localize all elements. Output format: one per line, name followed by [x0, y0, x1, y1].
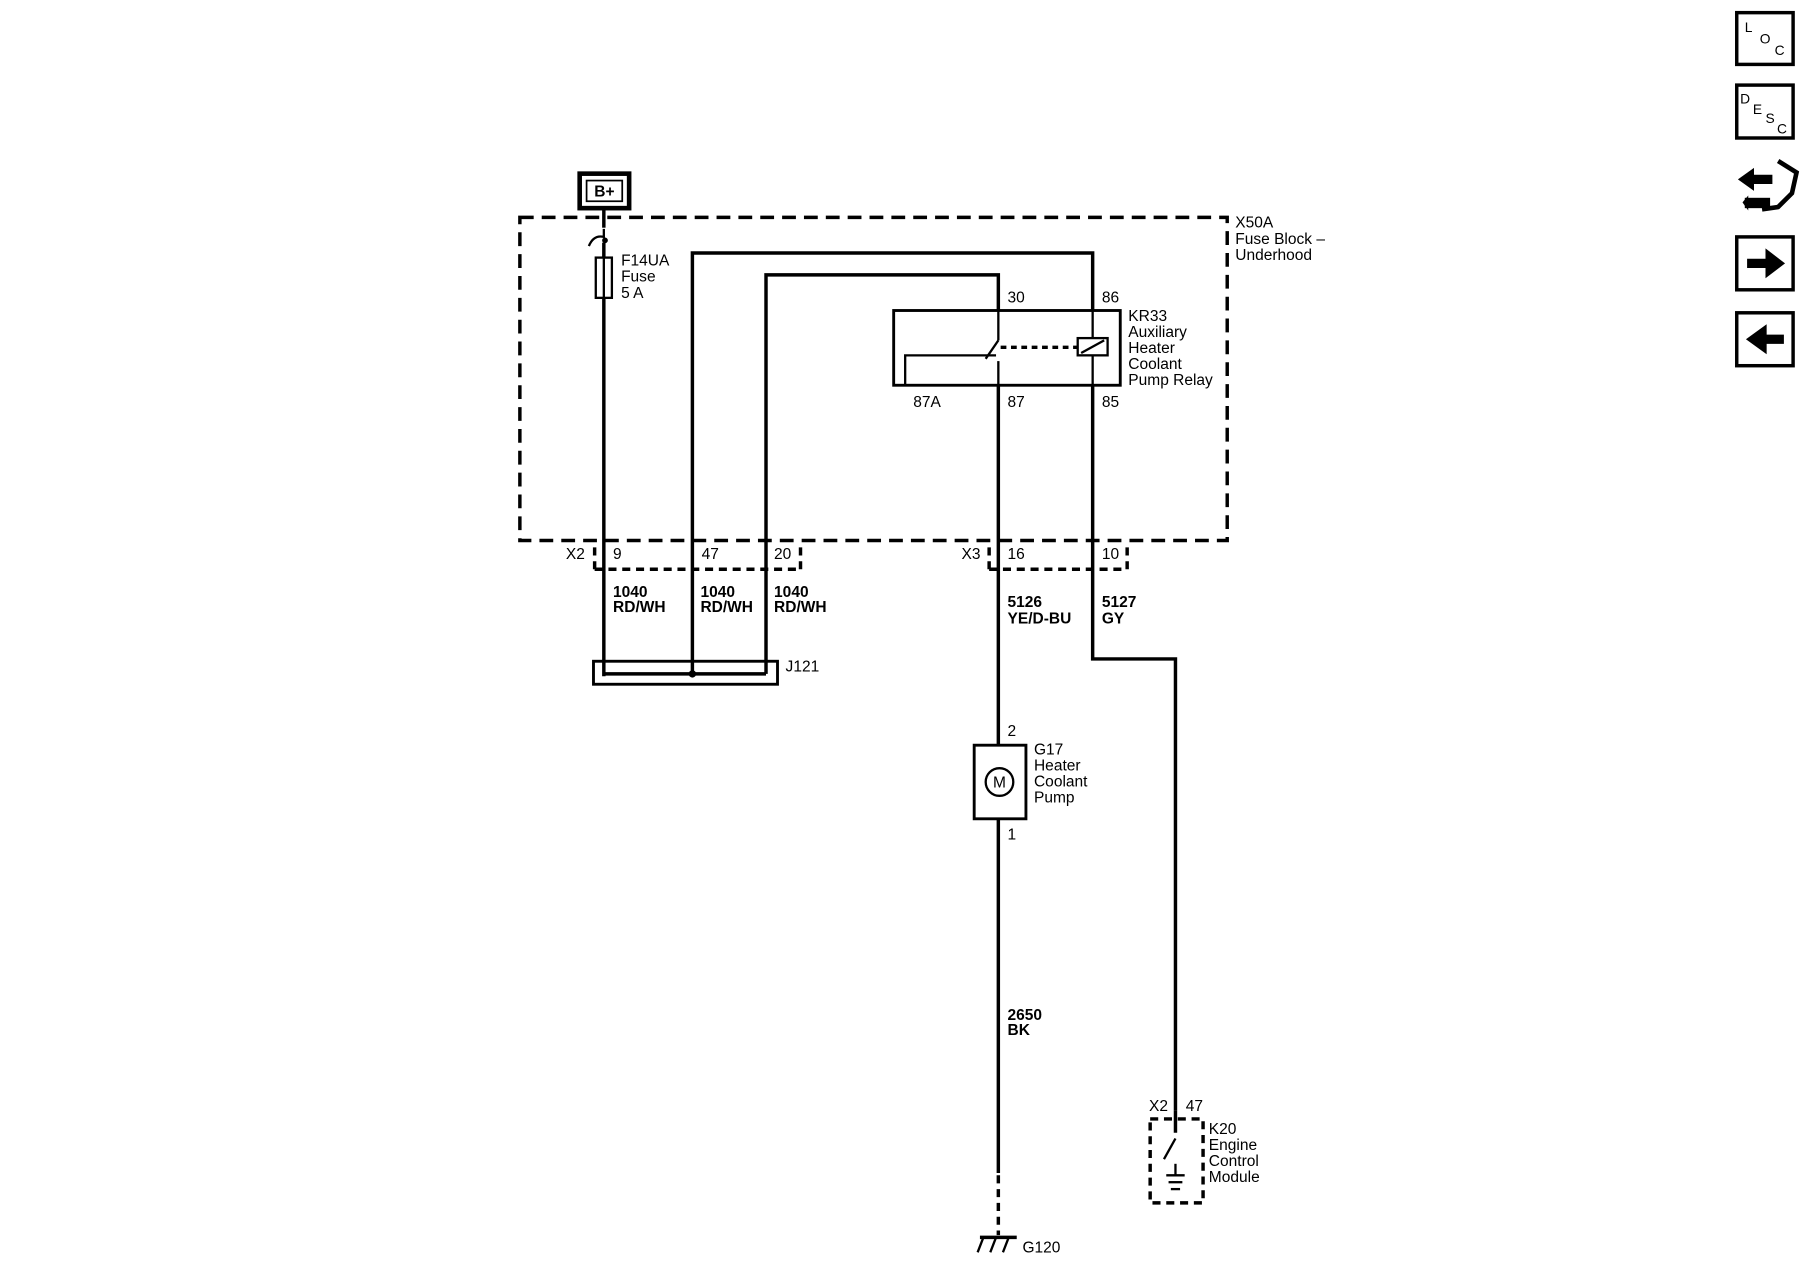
splice-j121	[592, 659, 779, 686]
wire-3-color: RD/WH	[774, 599, 827, 616]
fuse-block-name-2: Underhood	[1235, 247, 1312, 264]
relay-id: KR33	[1128, 308, 1167, 325]
ecm-id: K20	[1209, 1121, 1237, 1138]
relay-pin-85: 85	[1102, 394, 1119, 411]
wire-3-circuit: 1040	[774, 584, 809, 601]
wire-6-circuit: 2650	[1008, 1007, 1043, 1024]
relay-pin-30: 30	[1008, 289, 1026, 306]
wire-2-circuit: 1040	[700, 584, 735, 601]
ecm-name-2: Control	[1209, 1153, 1259, 1170]
power-source-label: B+	[594, 184, 614, 201]
relay-pin-87: 87	[1008, 394, 1025, 411]
engine-control-module-k20	[1148, 1110, 1205, 1205]
relay-name-1: Auxiliary	[1128, 324, 1187, 341]
heater-coolant-pump-g17: M	[972, 743, 1028, 1173]
wire-1-color: RD/WH	[613, 599, 666, 616]
wire-to-relay-30	[764, 273, 1001, 663]
wire-5-color: GY	[1102, 610, 1125, 627]
fuse-f14ua	[587, 208, 614, 677]
relay-name-2: Heater	[1128, 340, 1175, 357]
relay-pin-86: 86	[1102, 289, 1119, 306]
arrow-right-icon	[1747, 248, 1786, 279]
wire-to-relay-86	[690, 251, 1095, 674]
fuse-block-id: X50A	[1235, 215, 1274, 232]
connector-x2-label: X2	[566, 546, 585, 563]
connector-x3-pin-16: 16	[1008, 546, 1025, 563]
connector-x2-pin-20: 20	[774, 546, 792, 563]
pump-pin-1: 1	[1008, 827, 1017, 844]
splice-id: J121	[786, 659, 820, 676]
fuse-block-name-1: Fuse Block –	[1235, 231, 1325, 248]
ecm-name-1: Engine	[1209, 1137, 1257, 1154]
ground-id: G120	[1022, 1239, 1060, 1256]
loc-letter-l: L	[1745, 20, 1753, 35]
fuse-block-boundary	[518, 215, 1229, 543]
relay-kr33	[892, 309, 1122, 387]
description-button[interactable]: D E S C	[1735, 83, 1795, 140]
arrow-left-icon	[1745, 324, 1784, 355]
battery-positive-terminal: B+	[577, 171, 632, 211]
desc-letter-d: D	[1740, 92, 1750, 107]
connector-x3-outline	[987, 547, 1129, 571]
wire-5-circuit: 5127	[1102, 594, 1137, 611]
wire-relay-85-to-ecm	[1090, 385, 1178, 1111]
next-page-button[interactable]	[1735, 235, 1795, 292]
fuse-id: F14UA	[621, 253, 670, 270]
desc-letter-e: E	[1753, 102, 1762, 117]
motor-symbol: M	[993, 775, 1006, 792]
desc-letter-c: C	[1777, 121, 1787, 136]
connector-view-button[interactable]	[1737, 159, 1800, 212]
ecm-pin-47: 47	[1186, 1098, 1203, 1115]
wire-2-color: RD/WH	[700, 599, 753, 616]
loc-letter-c: C	[1775, 43, 1785, 58]
connector-x3-pin-10: 10	[1102, 546, 1120, 563]
wire-4-circuit: 5126	[1008, 594, 1043, 611]
pump-name-3: Pump	[1034, 790, 1075, 807]
ecm-connector-label: X2	[1149, 1098, 1168, 1115]
pump-name-1: Heater	[1034, 758, 1081, 775]
pump-id: G17	[1034, 741, 1063, 758]
ground-g120	[976, 1175, 1017, 1253]
wire-4-color: YE/D-BU	[1008, 610, 1072, 627]
desc-letter-s: S	[1765, 111, 1774, 126]
ecm-name-3: Module	[1209, 1169, 1260, 1186]
wire-6-color: BK	[1008, 1022, 1031, 1039]
connector-x2-outline	[592, 547, 803, 571]
connector-view-icon	[1737, 159, 1800, 212]
relay-pin-87a: 87A	[913, 394, 941, 411]
pump-name-2: Coolant	[1034, 774, 1088, 791]
fuse-rating: 5 A	[621, 285, 644, 302]
loc-letter-o: O	[1760, 32, 1771, 47]
fuse-type: Fuse	[621, 269, 656, 286]
relay-name-3: Coolant	[1128, 356, 1182, 373]
previous-page-button[interactable]	[1735, 311, 1795, 368]
relay-name-4: Pump Relay	[1128, 372, 1213, 389]
pump-pin-2: 2	[1008, 723, 1017, 740]
location-button[interactable]: L O C	[1735, 10, 1795, 67]
wire-1-circuit: 1040	[613, 584, 648, 601]
connector-x2-pin-9: 9	[613, 546, 622, 563]
connector-x2-pin-47: 47	[702, 546, 719, 563]
connector-x3-label: X3	[962, 546, 981, 563]
